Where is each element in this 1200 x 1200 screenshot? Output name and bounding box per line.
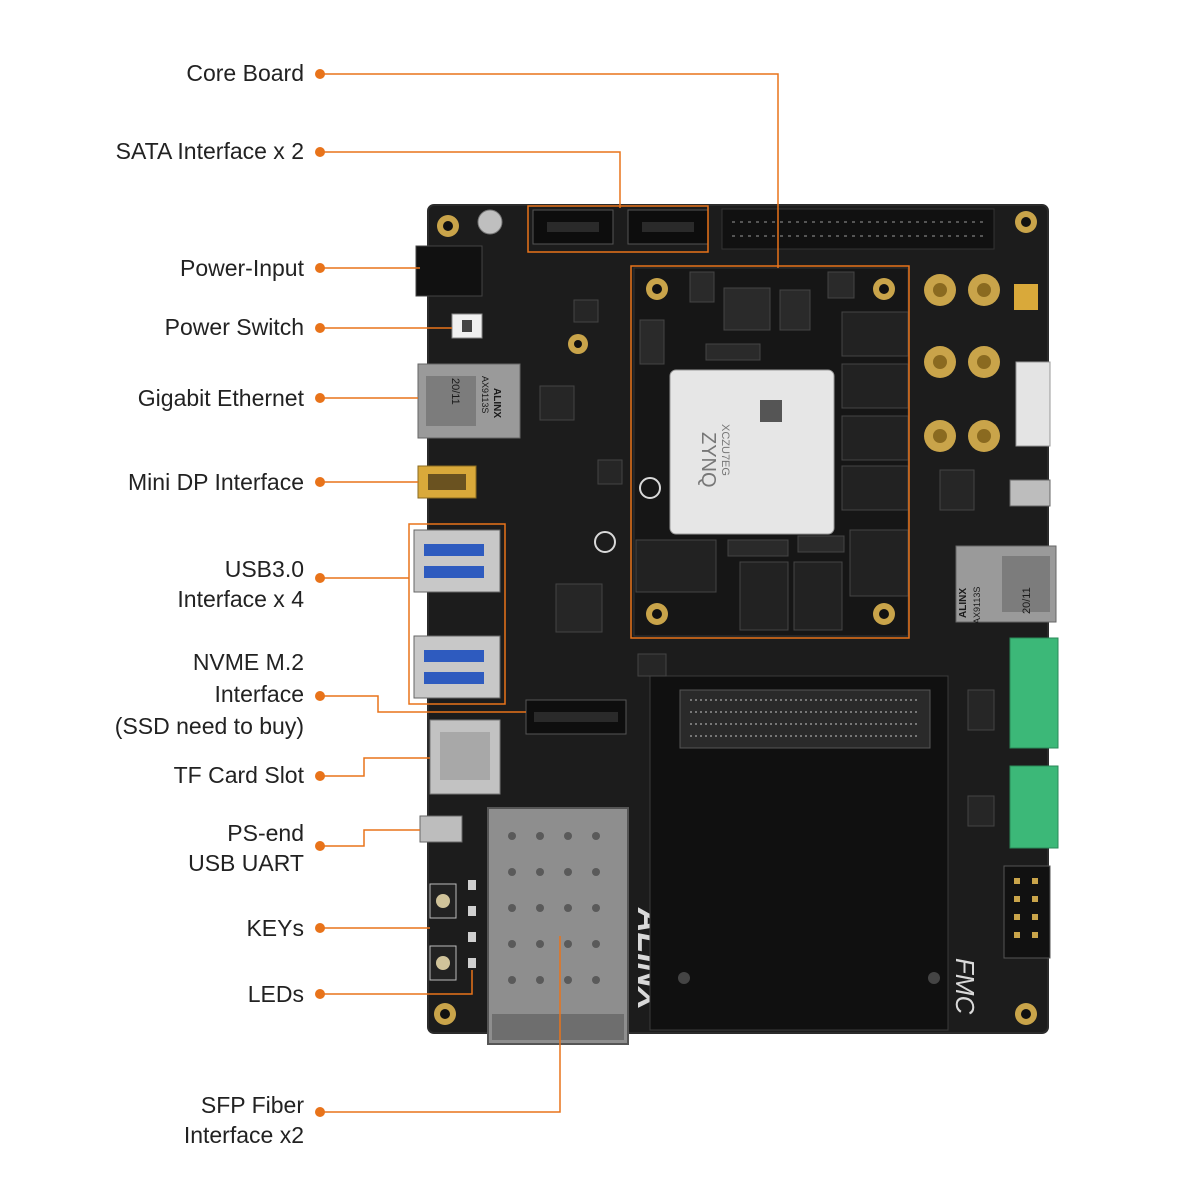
usb3-port-1 xyxy=(413,529,501,593)
label-keys-line-1: KEYs xyxy=(246,915,304,941)
label-tf-card-line-1: TF Card Slot xyxy=(173,762,304,788)
ddr-chips xyxy=(635,311,909,631)
label-usb-uart-line-2: USB UART xyxy=(188,850,304,876)
label-sata: SATA Interface x 2 xyxy=(116,136,304,166)
core-board-holes xyxy=(646,278,895,625)
highlight-boxes xyxy=(408,205,910,705)
label-leds-line-1: LEDs xyxy=(247,981,304,1007)
label-nvme-line-3: (SSD need to buy) xyxy=(114,713,304,739)
leader-dots xyxy=(315,69,325,1117)
label-mini-dp: Mini DP Interface xyxy=(128,467,304,497)
label-usb3-line-1: USB3.0 xyxy=(224,556,304,582)
dip-switch xyxy=(1014,284,1038,310)
terminal-block-2 xyxy=(1009,765,1059,849)
label-leds: LEDs xyxy=(248,979,304,1009)
ethernet-left-brand: ALINX xyxy=(491,388,502,418)
label-mini-dp-line-1: Mini DP Interface xyxy=(128,469,304,495)
leader-tf-card xyxy=(320,757,430,777)
label-power-switch: Power Switch xyxy=(165,312,304,342)
power-button xyxy=(477,209,503,235)
ethernet-right-part: AX9113S xyxy=(972,587,982,624)
ethernet-right-date: 20/11 xyxy=(1021,587,1033,614)
leader-sfp xyxy=(320,936,561,1113)
fpga-text: ZYNQ xyxy=(697,432,719,488)
label-power-input: Power-Input xyxy=(180,253,304,283)
label-tf-card: TF Card Slot xyxy=(174,760,304,790)
fmc-connector-pins xyxy=(690,699,920,737)
fpga-chip xyxy=(669,369,835,535)
pin-header-pins xyxy=(732,221,986,237)
label-nvme-line-2: Interface xyxy=(214,681,305,707)
leader-lines xyxy=(320,73,779,1113)
ethernet-left-date: 20/11 xyxy=(449,378,461,405)
misc-chips xyxy=(539,299,995,827)
arrow-mark-core xyxy=(639,477,661,499)
label-gigabit-ethernet-line-1: Gigabit Ethernet xyxy=(137,385,304,411)
label-sfp-line-1: SFP Fiber xyxy=(200,1092,304,1118)
label-usb-uart-line-1: PS-end xyxy=(227,820,304,846)
mounting-holes xyxy=(434,211,1037,1025)
label-keys: KEYs xyxy=(246,913,304,943)
fmc-connector xyxy=(679,689,931,749)
ethernet-left-part: AX9113S xyxy=(480,376,490,413)
label-sfp-line-2: Interface x2 xyxy=(183,1122,304,1148)
jtag-pins xyxy=(1014,878,1038,938)
core-small-chips xyxy=(639,271,855,557)
usb3-port-2 xyxy=(413,635,501,699)
led-column xyxy=(468,880,476,968)
ethernet-right-brand: ALINX xyxy=(958,588,969,618)
usb-uart-port xyxy=(419,815,463,843)
label-power-switch-line-1: Power Switch xyxy=(164,314,304,340)
label-power-input-line-1: Power-Input xyxy=(179,255,304,281)
sfp-cage xyxy=(487,807,629,1045)
leader-sata xyxy=(320,151,621,208)
sfp-holes xyxy=(508,832,600,984)
fmc-silkscreen: FMC xyxy=(950,958,980,1015)
sma-connectors xyxy=(924,274,1000,452)
label-sata-line-1: SATA Interface x 2 xyxy=(115,138,304,164)
leader-leds xyxy=(320,970,473,995)
label-core-board-line-1: Core Board xyxy=(186,60,304,86)
label-nvme-line-1: NVME M.2 xyxy=(192,649,304,675)
fpc-connector xyxy=(1015,361,1051,447)
mini-usb-right xyxy=(1009,479,1051,507)
label-gigabit-ethernet: Gigabit Ethernet xyxy=(138,383,304,413)
label-core-board: Core Board xyxy=(186,58,304,88)
leader-nvme xyxy=(320,695,526,713)
leader-usb-uart xyxy=(320,829,420,847)
pin-header xyxy=(721,208,995,250)
label-usb3-line-2: Interface x 4 xyxy=(177,586,304,612)
leader-core-board xyxy=(320,73,779,268)
fpga-part-text: XCZU7EG xyxy=(719,424,731,476)
jtag-header xyxy=(1003,865,1051,959)
power-jack xyxy=(415,245,483,297)
arrow-mark-left xyxy=(594,531,616,553)
terminal-block-1 xyxy=(1009,637,1059,749)
